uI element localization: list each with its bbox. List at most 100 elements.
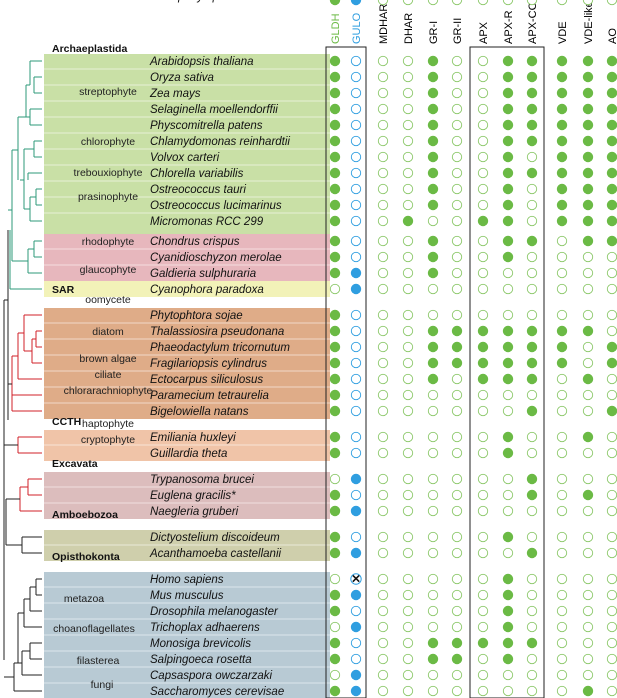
taxon-label: Arabidopsis thaliana bbox=[149, 56, 254, 68]
absent-dot bbox=[582, 405, 594, 417]
absent-dot bbox=[477, 151, 489, 163]
absent-dot bbox=[502, 405, 514, 417]
taxon-label: Phaeodactylum tricornutum bbox=[150, 342, 290, 354]
absent-dot bbox=[477, 505, 489, 517]
absent-dot bbox=[451, 573, 463, 585]
absent-dot-gulo bbox=[350, 341, 362, 353]
absent-dot-gulo bbox=[350, 71, 362, 83]
present-dot bbox=[502, 167, 514, 179]
present-dot bbox=[606, 103, 617, 115]
absent-dot bbox=[606, 505, 617, 517]
present-dot bbox=[502, 637, 514, 649]
absent-dot bbox=[606, 589, 617, 601]
present-dot bbox=[582, 235, 594, 247]
present-dot bbox=[502, 621, 514, 633]
column-header-vde-like: VDE-like bbox=[583, 1, 595, 44]
absent-dot bbox=[477, 199, 489, 211]
present-dot bbox=[329, 87, 341, 99]
present-dot bbox=[606, 55, 617, 67]
taxon-label: Drosophila melanogaster bbox=[150, 606, 279, 618]
absent-dot bbox=[502, 505, 514, 517]
present-dot bbox=[329, 309, 341, 321]
present-dot bbox=[329, 325, 341, 337]
absent-dot bbox=[377, 685, 389, 697]
absent-dot bbox=[526, 605, 538, 617]
absent-dot bbox=[477, 605, 489, 617]
absent-dot bbox=[451, 685, 463, 697]
absent-dot-gulo bbox=[350, 235, 362, 247]
present-dot bbox=[329, 357, 341, 369]
subgroup-label: oomycete bbox=[85, 294, 131, 306]
absent-dot bbox=[377, 573, 389, 585]
taxon-label: Galdieria sulphuraria bbox=[150, 268, 256, 280]
present-dot bbox=[402, 215, 414, 227]
absent-dot bbox=[402, 505, 414, 517]
present-dot bbox=[329, 637, 341, 649]
subgroup-label: cryptophyte bbox=[81, 434, 135, 446]
absent-dot bbox=[402, 0, 414, 6]
absent-dot bbox=[377, 267, 389, 279]
absent-dot bbox=[377, 405, 389, 417]
present-dot bbox=[556, 215, 568, 227]
tree-branch bbox=[8, 150, 42, 290]
absent-dot bbox=[427, 547, 439, 559]
absent-dot bbox=[377, 669, 389, 681]
present-dot bbox=[526, 55, 538, 67]
tree-backbone bbox=[3, 230, 22, 678]
present-dot bbox=[526, 87, 538, 99]
taxon-label: Gonapodya prolifera bbox=[150, 0, 254, 3]
absent-dot bbox=[402, 151, 414, 163]
absent-dot bbox=[606, 267, 617, 279]
absent-dot bbox=[377, 325, 389, 337]
group-title: Excavata bbox=[52, 458, 98, 470]
absent-dot bbox=[477, 283, 489, 295]
absent-dot bbox=[402, 325, 414, 337]
absent-dot bbox=[402, 405, 414, 417]
present-dot bbox=[451, 357, 463, 369]
present-dot bbox=[526, 167, 538, 179]
absent-dot bbox=[402, 589, 414, 601]
absent-dot bbox=[477, 87, 489, 99]
column-header-apx-r: APX-R bbox=[503, 10, 515, 44]
present-dot bbox=[526, 119, 538, 131]
present-dot bbox=[451, 341, 463, 353]
taxon-band bbox=[44, 54, 330, 234]
tree-branch bbox=[16, 240, 42, 274]
present-dot-gulo bbox=[350, 283, 362, 295]
present-dot bbox=[606, 215, 617, 227]
group-title: Archaeplastida bbox=[52, 43, 127, 55]
present-dot bbox=[329, 489, 341, 501]
absent-dot bbox=[556, 309, 568, 321]
present-dot bbox=[582, 119, 594, 131]
present-dot bbox=[502, 325, 514, 337]
absent-dot bbox=[451, 235, 463, 247]
present-dot bbox=[606, 87, 617, 99]
absent-dot bbox=[502, 283, 514, 295]
absent-dot bbox=[477, 267, 489, 279]
absent-dot bbox=[556, 235, 568, 247]
absent-dot-gulo bbox=[350, 103, 362, 115]
absent-dot bbox=[377, 283, 389, 295]
absent-dot bbox=[477, 167, 489, 179]
absent-dot bbox=[502, 309, 514, 321]
column-header-apx-ccx: APX-CCX bbox=[527, 0, 539, 44]
absent-dot bbox=[377, 199, 389, 211]
taxon-label: Ostreococcus tauri bbox=[150, 184, 246, 196]
absent-dot bbox=[556, 637, 568, 649]
absent-dot bbox=[606, 573, 617, 585]
present-dot bbox=[451, 653, 463, 665]
present-dot bbox=[427, 87, 439, 99]
absent-dot bbox=[402, 71, 414, 83]
absent-dot bbox=[451, 473, 463, 485]
absent-dot bbox=[451, 135, 463, 147]
absent-dot bbox=[606, 283, 617, 295]
present-dot bbox=[329, 199, 341, 211]
present-dot bbox=[526, 473, 538, 485]
present-dot bbox=[502, 431, 514, 443]
absent-dot bbox=[526, 251, 538, 263]
absent-dot bbox=[526, 431, 538, 443]
absent-dot bbox=[329, 669, 341, 681]
frame-gldh-gulo bbox=[325, 46, 367, 698]
present-dot bbox=[582, 325, 594, 337]
absent-dot bbox=[402, 55, 414, 67]
